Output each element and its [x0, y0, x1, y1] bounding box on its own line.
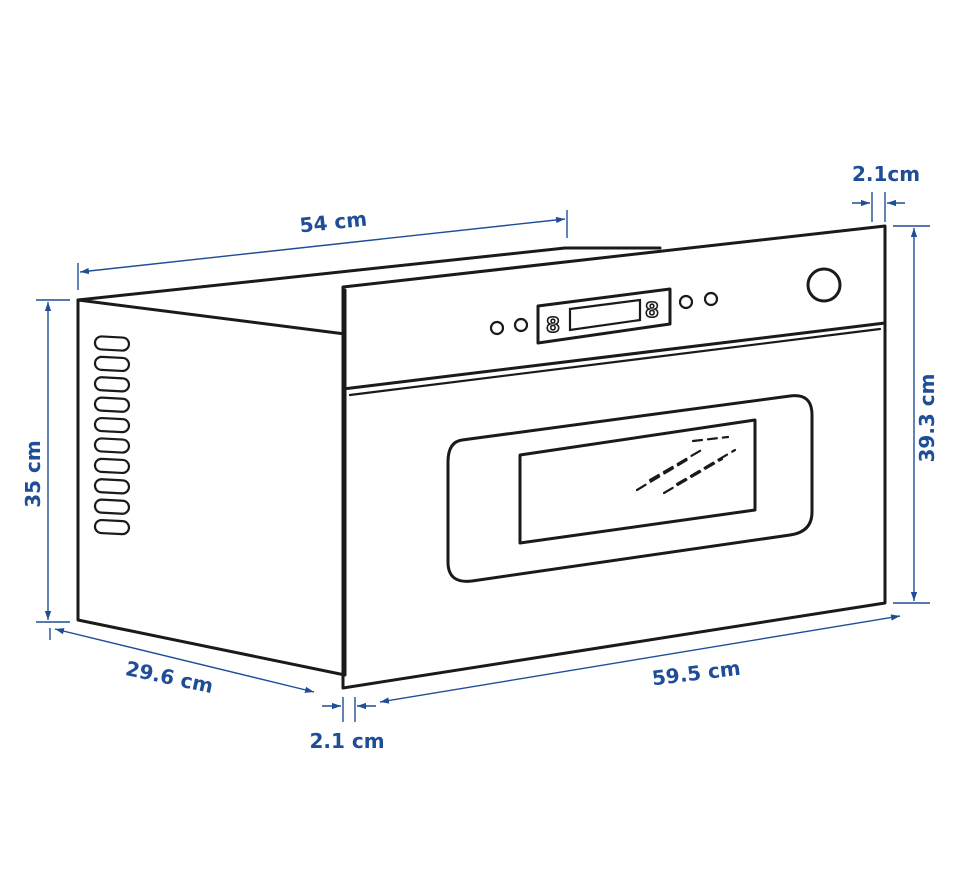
display-screen [568, 298, 642, 332]
body-width-arrow [79, 216, 566, 275]
label-width: 59.5 cm [651, 656, 742, 691]
control-button-4 [703, 291, 719, 307]
door-glass [518, 418, 757, 545]
label-body-height: 35 cm [21, 440, 45, 508]
control-button-2 [513, 317, 529, 333]
vent-slot [93, 355, 131, 373]
control-knob [806, 267, 842, 303]
top-panel [76, 246, 662, 302]
dimension-labels: 54 cm 2.1cm 35 cm 39.3 cm 29.6 cm 59.5 c… [21, 162, 939, 753]
vent-slot [93, 457, 131, 475]
front-panel [341, 224, 887, 690]
vent-slot [93, 335, 131, 352]
glass-reflection [635, 435, 737, 495]
vent-slot [93, 498, 131, 515]
vent-slot [93, 376, 131, 393]
control-button-3 [678, 294, 694, 310]
microwave-body [76, 246, 662, 677]
display-housing [536, 287, 672, 345]
vent-slot [93, 518, 131, 536]
display-digit-right: 8 [645, 298, 659, 322]
label-depth: 29.6 cm [123, 656, 215, 698]
side-panel [76, 298, 347, 677]
display-digit-left: 8 [546, 313, 560, 337]
front-frame [341, 224, 887, 690]
vent-slot [93, 396, 131, 413]
width-arrow [379, 614, 901, 704]
vent-slot [93, 416, 131, 434]
vent-slots [93, 335, 131, 536]
controls: 8 8 [489, 267, 842, 345]
label-body-width: 54 cm [298, 207, 368, 238]
control-panel-divider [341, 321, 887, 391]
label-height: 39.3 cm [915, 373, 939, 462]
door-window-frame [446, 394, 814, 583]
label-front-bottom-thickness: 2.1 cm [309, 729, 384, 753]
label-front-top-thickness: 2.1cm [852, 162, 920, 186]
control-button-1 [489, 320, 505, 336]
vent-slot [93, 478, 131, 495]
vent-slot [93, 437, 131, 454]
dimension-lines [36, 192, 930, 722]
depth-arrow [54, 628, 315, 693]
